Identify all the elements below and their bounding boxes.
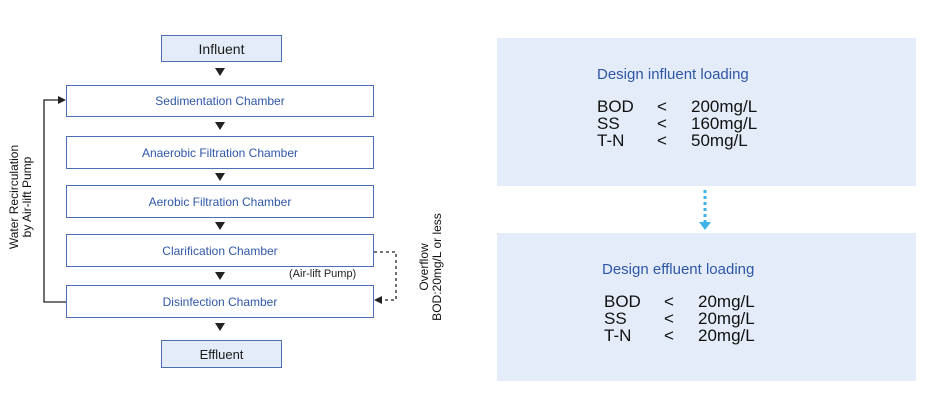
down-arrow-icon xyxy=(215,222,225,230)
sedimentation-chamber-box: Sedimentation Chamber xyxy=(66,85,374,117)
influent-box: Influent xyxy=(161,35,282,62)
clarification-chamber-box: Clarification Chamber xyxy=(66,234,374,267)
effluent-box: Effluent xyxy=(161,340,282,368)
down-arrow-icon xyxy=(215,272,225,280)
air-lift-pump-label: (Air-lift Pump) xyxy=(289,268,357,280)
design-effluent-panel: Design effluent loading BOD < 20mg/L SS … xyxy=(497,233,916,381)
design-influent-panel: Design influent loading BOD < 200mg/L SS… xyxy=(497,38,916,186)
influent-panel-title: Design influent loading xyxy=(597,66,749,83)
aerobic-filtration-chamber-box: Aerobic Filtration Chamber xyxy=(66,185,374,218)
anaerobic-filtration-chamber-box: Anaerobic Filtration Chamber xyxy=(66,136,374,169)
down-arrow-icon xyxy=(215,323,225,331)
down-arrow-icon xyxy=(215,122,225,130)
recirculation-label: Water Recirculation by Air-lift Pump xyxy=(7,144,34,250)
overflow-label: Overflow BOD:20mg/L or less xyxy=(417,213,444,321)
down-arrow-icon xyxy=(215,68,225,76)
disinfection-chamber-box: Disinfection Chamber xyxy=(66,285,374,318)
down-arrow-icon xyxy=(215,173,225,181)
effluent-panel-title: Design effluent loading xyxy=(602,261,755,278)
